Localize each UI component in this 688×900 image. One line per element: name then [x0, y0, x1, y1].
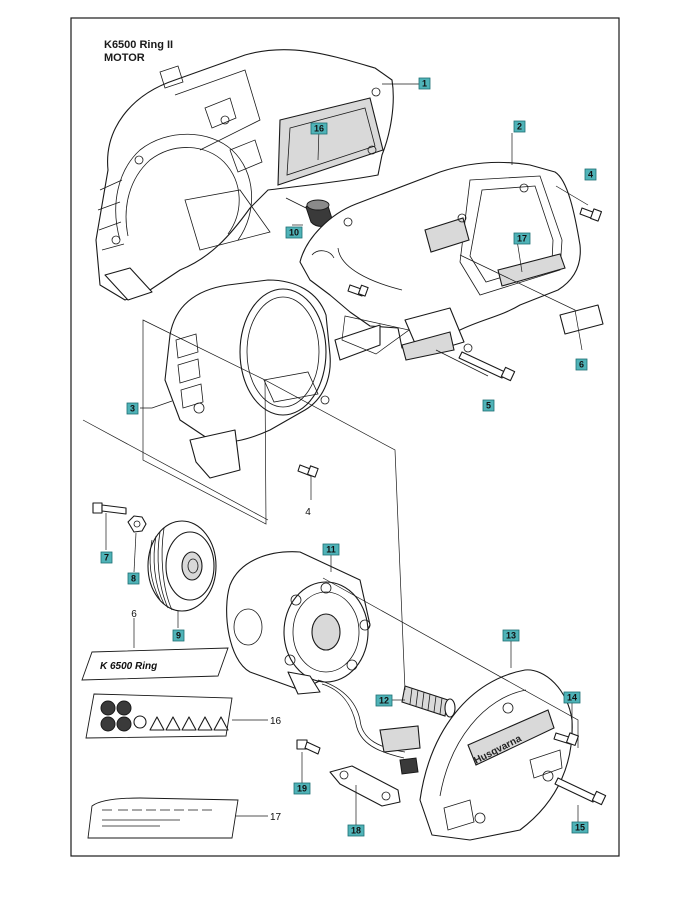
callout-7[interactable]: 7 — [100, 551, 113, 564]
svg-text:1: 1 — [422, 79, 427, 89]
callout-3[interactable]: 3 — [126, 402, 139, 415]
pulley-9-part — [147, 520, 217, 612]
callout-1[interactable]: 1 — [418, 77, 431, 90]
svg-text:17: 17 — [270, 812, 282, 823]
callout-2[interactable]: 2 — [513, 120, 526, 133]
callout-11[interactable]: 11 — [322, 543, 340, 556]
callout-5[interactable]: 5 — [482, 399, 495, 412]
screw-14-part — [553, 732, 579, 746]
callout-6-top[interactable]: 6 — [575, 358, 588, 371]
warning-decal-16-part — [85, 693, 233, 739]
svg-text:3: 3 — [130, 404, 135, 414]
connector-part — [379, 725, 421, 775]
svg-text:6: 6 — [579, 360, 584, 370]
callout-9[interactable]: 9 — [172, 629, 185, 642]
callout-17-top[interactable]: 17 — [513, 232, 531, 245]
svg-text:4: 4 — [305, 507, 311, 518]
svg-text:5: 5 — [486, 401, 491, 411]
long-screw-5-part — [458, 351, 516, 382]
leader-lines — [82, 83, 589, 826]
callout-16-bottom[interactable]: 16 — [270, 716, 282, 727]
screw-19-part — [296, 739, 321, 755]
knob-part — [285, 197, 334, 227]
svg-text:4: 4 — [588, 170, 593, 180]
section-title: MOTOR — [104, 52, 145, 64]
svg-text:16: 16 — [270, 716, 282, 727]
bolt-7-part — [92, 502, 127, 515]
callout-4-middle[interactable]: 4 — [305, 507, 311, 518]
model-decal-6-part: K 6500 Ring — [81, 647, 229, 681]
svg-text:18: 18 — [351, 826, 361, 836]
callout-18[interactable]: 18 — [347, 824, 365, 837]
nut-8-part — [127, 515, 147, 533]
svg-text:15: 15 — [575, 823, 585, 833]
svg-text:17: 17 — [517, 234, 527, 244]
callout-6-bottom[interactable]: 6 — [131, 609, 137, 620]
handle-cover-part — [299, 161, 581, 361]
callout-12[interactable]: 12 — [375, 694, 393, 707]
callout-4-top[interactable]: 4 — [584, 168, 597, 181]
spring-12-part — [401, 685, 456, 718]
motor-housing-part — [95, 49, 394, 301]
svg-text:11: 11 — [326, 545, 336, 555]
model-decal-text: K 6500 Ring — [100, 661, 157, 672]
svg-text:19: 19 — [297, 784, 307, 794]
screw-2-part — [347, 284, 369, 297]
screw-15-part — [554, 777, 607, 806]
fan-cover-part — [164, 279, 381, 479]
svg-text:2: 2 — [517, 122, 522, 132]
callout-17-bottom[interactable]: 17 — [270, 812, 282, 823]
callout-8[interactable]: 8 — [127, 572, 140, 585]
label-decal-17-part — [87, 797, 239, 839]
screw-4-part — [579, 207, 603, 222]
cover-plate-13-part: Husqvarna — [419, 669, 573, 841]
callout-16-top[interactable]: 16 — [310, 122, 328, 135]
svg-text:16: 16 — [314, 124, 324, 134]
model-title: K6500 Ring II — [104, 39, 173, 51]
motor-11-part — [226, 551, 406, 759]
callout-15[interactable]: 15 — [571, 821, 589, 834]
bracket-18-part — [329, 765, 401, 807]
svg-text:13: 13 — [506, 631, 516, 641]
svg-text:12: 12 — [379, 696, 389, 706]
svg-text:10: 10 — [289, 228, 299, 238]
callout-14[interactable]: 14 — [563, 691, 581, 704]
callout-10[interactable]: 10 — [285, 226, 303, 239]
decal-plate-6-part — [559, 304, 604, 335]
svg-text:6: 6 — [131, 609, 137, 620]
svg-text:8: 8 — [131, 574, 136, 584]
svg-text:9: 9 — [176, 631, 181, 641]
svg-text:7: 7 — [104, 553, 109, 563]
callout-13[interactable]: 13 — [502, 629, 520, 642]
callout-19[interactable]: 19 — [293, 782, 311, 795]
svg-text:14: 14 — [567, 693, 577, 703]
